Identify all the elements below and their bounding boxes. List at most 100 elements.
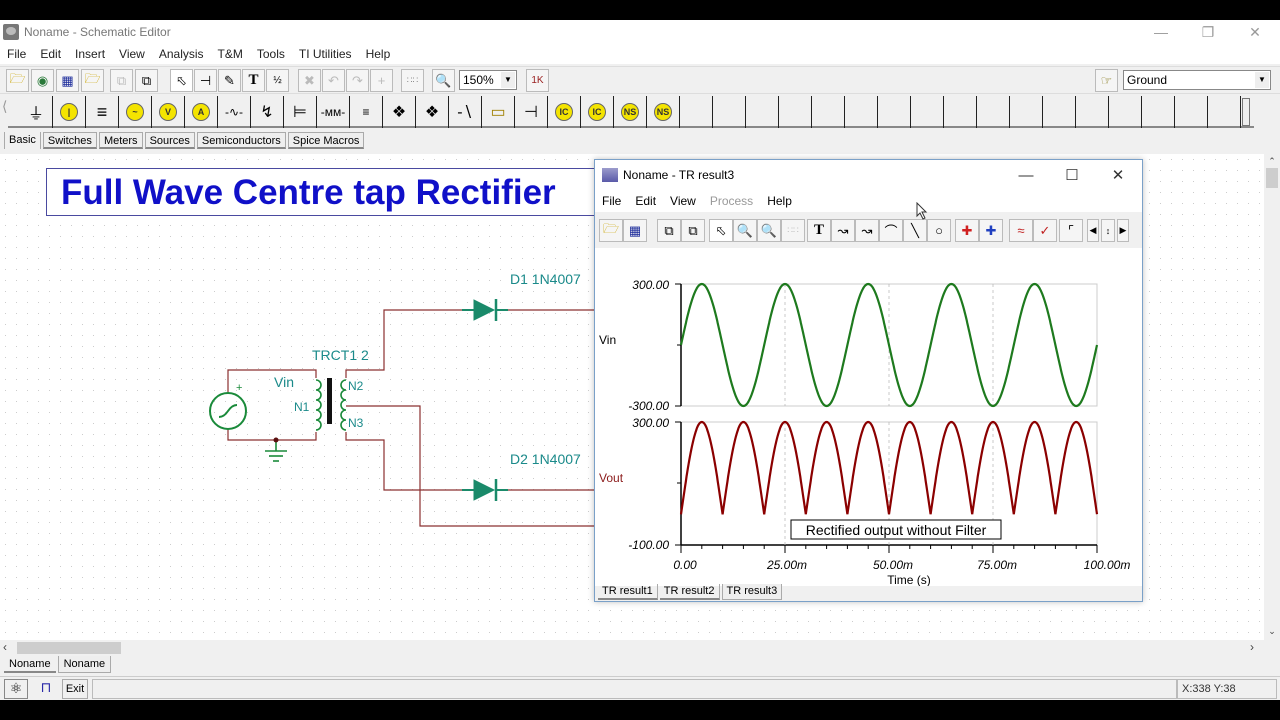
wire-button[interactable]: ⊣ [194,69,217,92]
part-slot[interactable] [812,96,845,128]
part-coupled-inductor[interactable]: ≡ [350,96,383,128]
part-slot[interactable] [944,96,977,128]
tr-cursor-a-button[interactable]: ✚ [955,219,979,242]
plot-area[interactable]: 300.00 -300.00 Vin 300.00 -100.00 [595,248,1142,587]
tab-sources[interactable]: Sources [144,132,195,149]
tr-axis-button[interactable]: ⌜ [1059,219,1083,242]
tab-tr-result3[interactable]: TR result3 [721,584,783,600]
open-folder-button[interactable]: 🗁 [81,69,104,92]
open-button[interactable]: 🗁 [6,69,29,92]
tr-line-button[interactable]: ╲ [903,219,927,242]
scroll-left-icon[interactable]: ⟨ [2,98,8,114]
part-transformer-ct[interactable]: ❖ [416,96,449,128]
part-slot[interactable] [1175,96,1208,128]
tr-menu-process[interactable]: Process [709,194,754,208]
tab-semiconductors[interactable]: Semiconductors [196,132,286,149]
part-slot[interactable] [779,96,812,128]
pencil-button[interactable]: ✎ [218,69,241,92]
part-wire-end[interactable]: ⊣ [515,96,548,128]
part-slot[interactable] [713,96,746,128]
part-slot[interactable] [1142,96,1175,128]
part-ns-source[interactable]: NS [614,96,647,128]
part-capacitor[interactable]: ⊨ [284,96,317,128]
paste-button[interactable]: ⧉ [135,69,158,92]
tab-basic[interactable]: Basic [4,132,41,149]
part-slot[interactable] [845,96,878,128]
zoom-button[interactable]: 🔍 [432,69,455,92]
restore-button[interactable]: ❐ [1201,23,1215,40]
tr-save-button[interactable]: ▦ [623,219,647,242]
tab-spice-macros[interactable]: Spice Macros [287,132,365,149]
scroll-up-icon[interactable]: ⌃ [1268,156,1276,166]
part-voltage-source[interactable]: | [53,96,86,128]
analysis-mode-button[interactable]: ⊓ [34,679,58,699]
select-button[interactable]: ⬁ [170,69,193,92]
part-slot[interactable] [1076,96,1109,128]
part-ic-source[interactable]: IC [548,96,581,128]
tab-switches[interactable]: Switches [42,132,97,149]
tr-color-picker-button[interactable]: ✓ [1033,219,1057,242]
web-button[interactable]: ◉ [31,69,54,92]
vertical-scroll-thumb[interactable] [1266,168,1278,188]
schematic-title-box[interactable]: Full Wave Centre tap Rectifier [46,168,606,216]
tr-scroll-right-button[interactable]: ▶ [1117,219,1129,242]
schematic-mode-button[interactable]: ⚛ [4,679,28,699]
part-select[interactable]: Ground▼ [1123,70,1271,90]
part-slot[interactable] [1010,96,1043,128]
menu-tm[interactable]: T&M [217,47,243,61]
part-transformer[interactable]: ❖ [383,96,416,128]
tr-menu-edit[interactable]: Edit [635,194,657,208]
part-picker-button[interactable]: ☞ [1095,69,1118,92]
part-battery[interactable]: ≡ [86,96,119,128]
menu-ti-utilities[interactable]: TI Utilities [298,47,352,61]
menu-edit[interactable]: Edit [40,47,62,61]
tr-text-button[interactable]: T [807,219,831,242]
tr-scroll-left-button[interactable]: ◀ [1087,219,1099,242]
undo-button[interactable]: ↶ [322,69,345,92]
tr-grid-button[interactable]: ∷∷ [781,219,805,242]
part-slot[interactable] [878,96,911,128]
menu-help[interactable]: Help [365,47,391,61]
text-button[interactable]: T [242,69,265,92]
part-voltmeter[interactable]: V [152,96,185,128]
tr-add-curve-button[interactable]: ≈ [1009,219,1033,242]
tr-maximize-button[interactable]: ☐ [1065,167,1079,184]
menu-analysis[interactable]: Analysis [158,47,204,61]
tr-select-button[interactable]: ⬁ [709,219,733,242]
part-switch[interactable]: -∖ [449,96,482,128]
part-slot[interactable] [1109,96,1142,128]
part-thermistor[interactable]: ▭ [482,96,515,128]
zoom-select[interactable]: 150%▼ [459,70,517,90]
horizontal-scrollbar[interactable]: ‹ › [0,640,1264,656]
copy-button[interactable]: ⧉ [110,69,133,92]
close-button[interactable]: ✕ [1249,23,1261,40]
tr-zoom-100-button[interactable]: 🔍 [757,219,781,242]
delete-button[interactable]: ✖ [298,69,321,92]
part-slot[interactable] [680,96,713,128]
redo-button[interactable]: ↷ [346,69,369,92]
menu-insert[interactable]: Insert [75,47,106,61]
tr-menu-file[interactable]: File [602,194,622,208]
part-ground[interactable]: ⏚ [20,96,53,128]
tr-scroll-updown-button[interactable]: ↕ [1101,219,1115,242]
scroll-left-icon[interactable]: ‹ [3,640,7,654]
tr-close-button[interactable]: ✕ [1111,167,1125,184]
save-button[interactable]: ▦ [56,69,79,92]
part-ic-source-plus[interactable]: IC [581,96,614,128]
part-slot[interactable] [1043,96,1076,128]
part-ammeter[interactable]: A [185,96,218,128]
horizontal-scroll-thumb[interactable] [17,642,121,654]
part-inductor[interactable]: -мм- [317,96,350,128]
minimize-button[interactable]: — [1154,24,1168,40]
doc-tab-2[interactable]: Noname [57,656,112,673]
tr-menu-view[interactable]: View [670,194,696,208]
vertical-scrollbar[interactable]: ⌃ ⌄ [1264,154,1280,640]
tab-tr-result1[interactable]: TR result1 [598,584,658,600]
part-slot[interactable] [746,96,779,128]
part-ac-source[interactable]: ~ [119,96,152,128]
tr-curve-comment-button[interactable]: ⌒ [879,219,903,242]
exit-button[interactable]: Exit [62,679,88,699]
tab-meters[interactable]: Meters [98,132,143,149]
part-potentiometer[interactable]: ↯ [251,96,284,128]
part-ns-source-plus[interactable]: NS [647,96,680,128]
